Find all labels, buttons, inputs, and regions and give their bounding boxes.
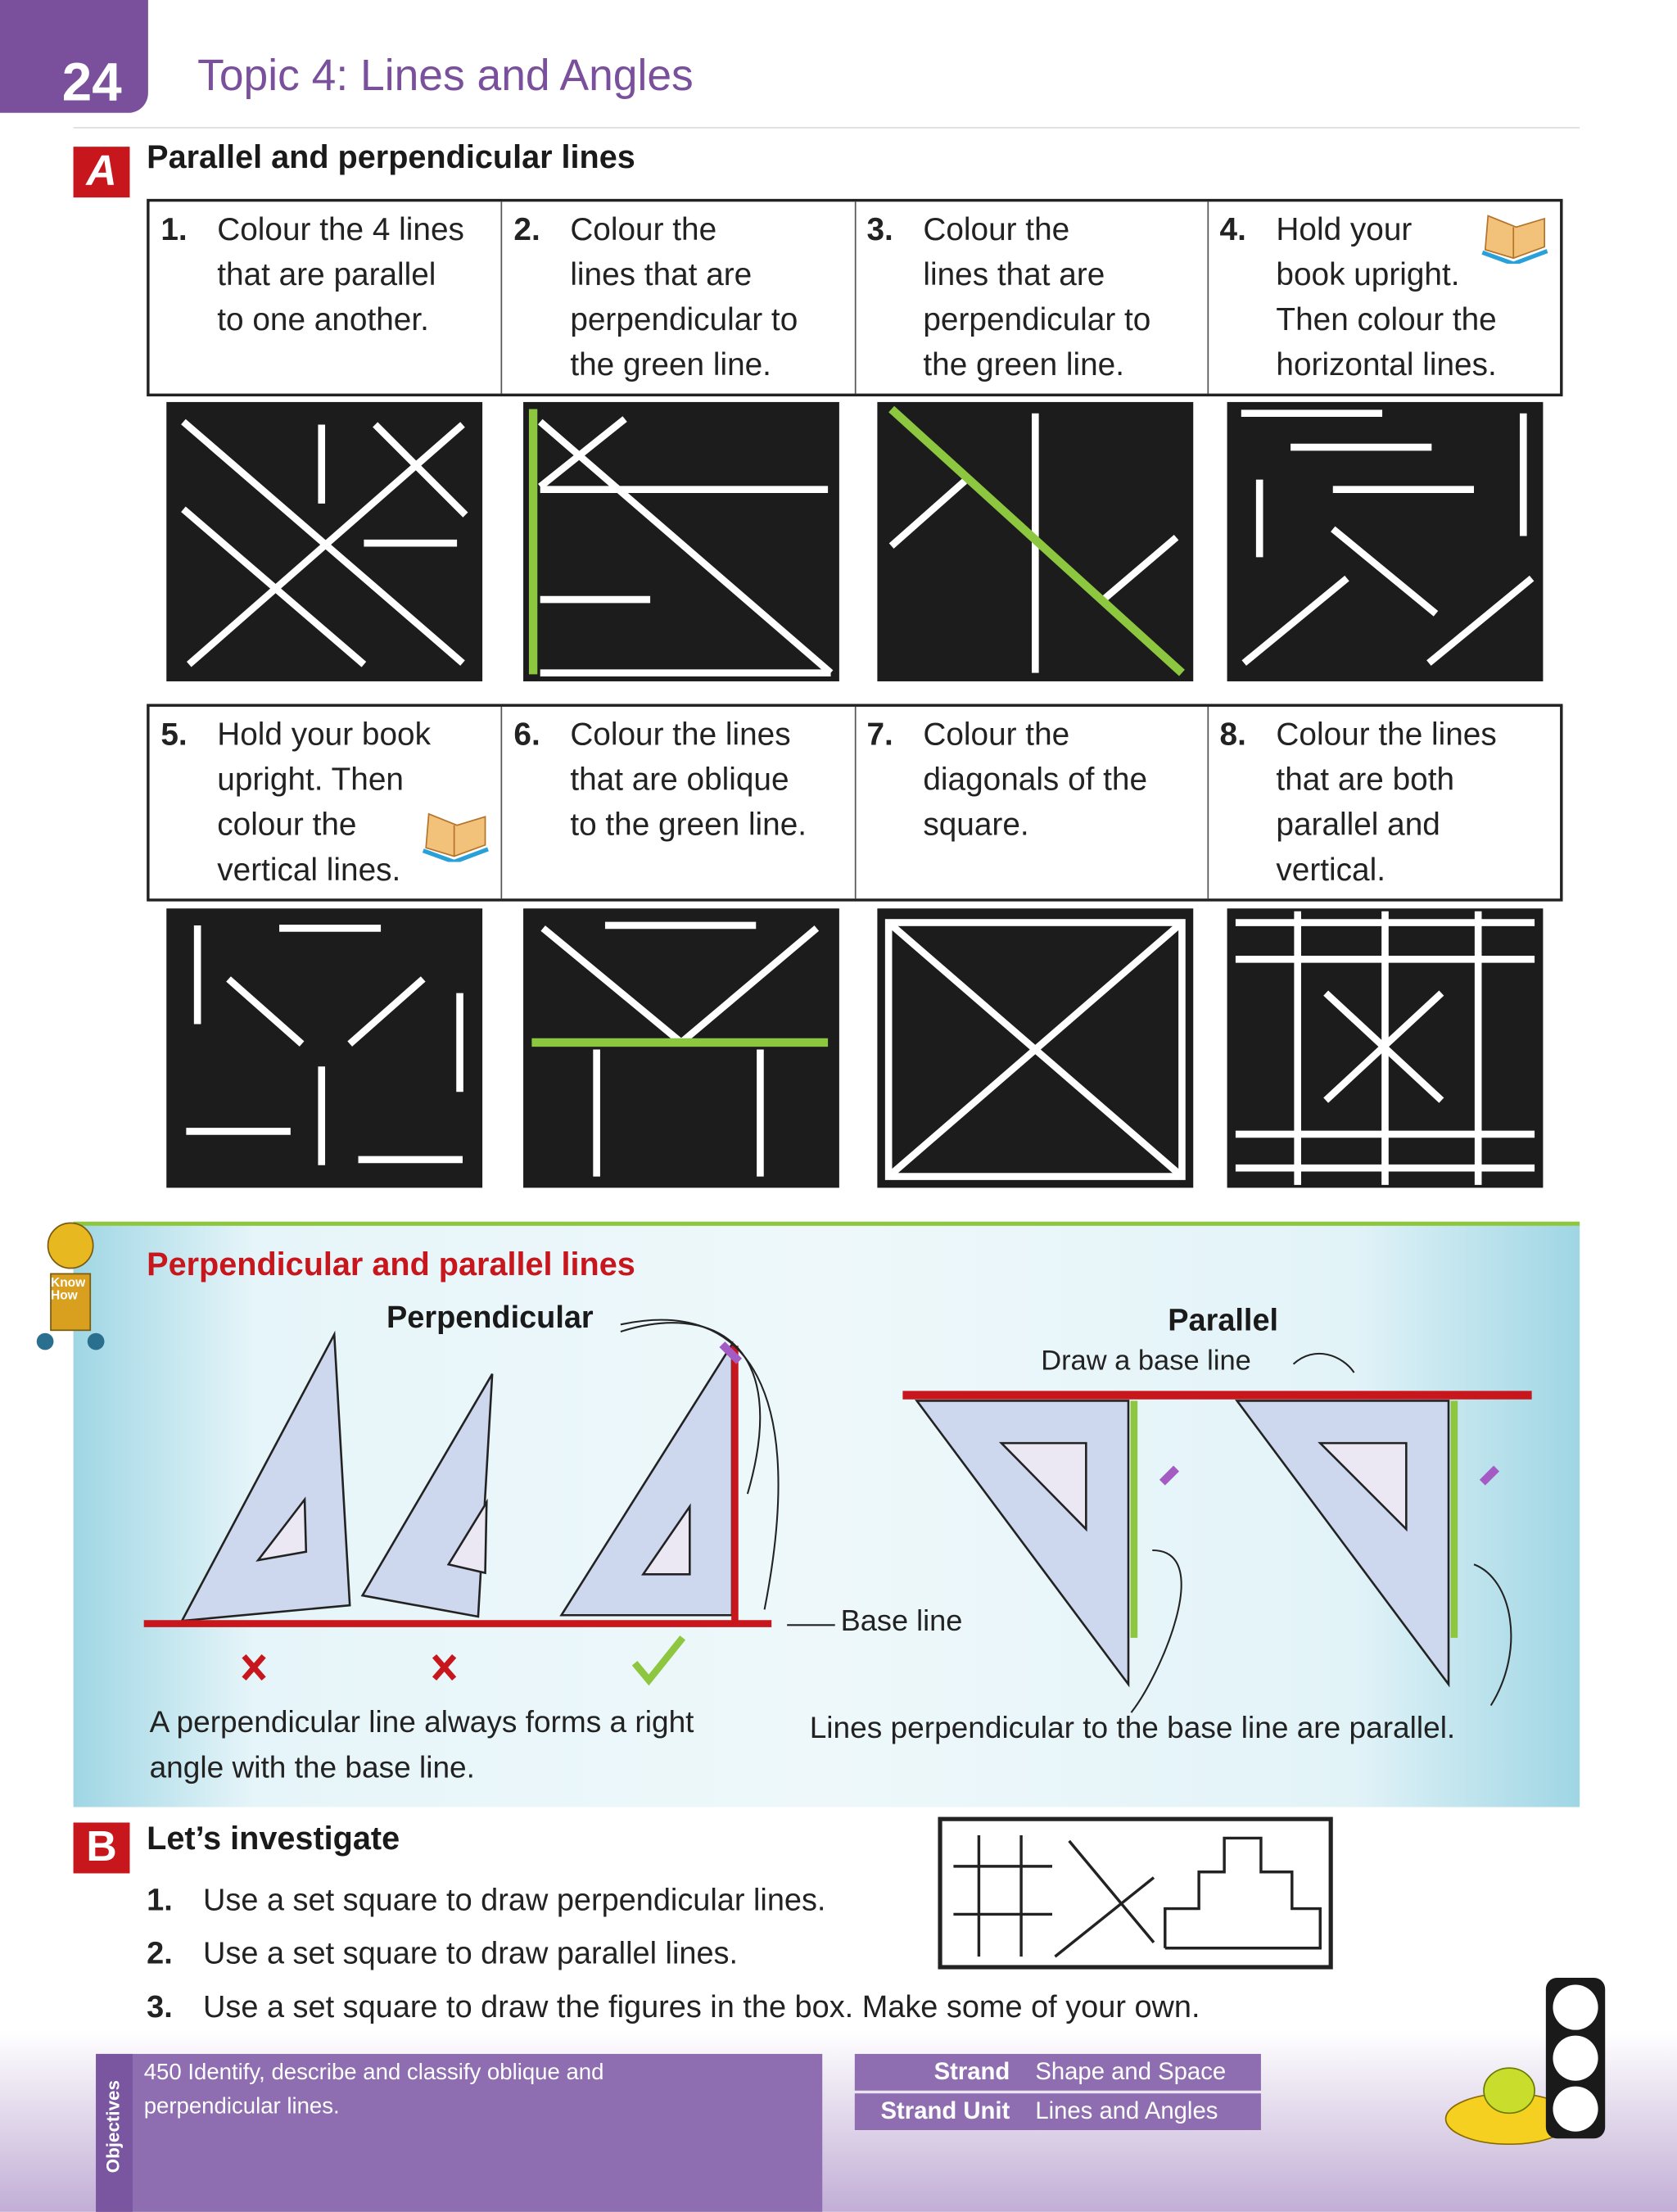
page-number: 24 [61, 53, 122, 113]
panel-5 [166, 908, 483, 1188]
question-5: 5.Hold your book upright. Then colour th… [150, 706, 503, 899]
draw-base-line-label: Draw a base line [1041, 1346, 1251, 1377]
ufo-icon [1444, 2067, 1573, 2146]
section-b-title: Let’s investigate [147, 1820, 400, 1857]
topic-title: Topic 4: Lines and Angles [197, 51, 694, 101]
question-4: 4.Hold your book upright. Then colour th… [1209, 201, 1560, 393]
base-line-label: Base line [840, 1605, 963, 1638]
know-how-mascot: Know How [25, 1218, 115, 1359]
section-a-badge: A [73, 147, 130, 198]
book-icon [422, 812, 489, 862]
objectives-panel [96, 2053, 823, 2212]
know-how-title: Perpendicular and parallel lines [147, 1245, 635, 1282]
strand-unit-row: Strand Unit Lines and Angles [854, 2093, 1261, 2130]
question-2: 2.Colour the lines that are perpendicula… [503, 201, 856, 394]
tick-icon [631, 1635, 686, 1686]
panel-6 [523, 908, 839, 1188]
divider [73, 127, 1580, 129]
book-icon [1481, 215, 1548, 265]
figures-box [938, 1816, 1333, 1970]
panel-3 [877, 401, 1194, 681]
panel-8 [1227, 908, 1544, 1188]
list-item: 3.Use a set square to draw the figures i… [147, 1988, 1200, 2024]
panel-7 [877, 908, 1194, 1188]
light-icon [1553, 2035, 1598, 2081]
list-item: 2.Use a set square to draw parallel line… [147, 1935, 739, 1971]
question-7: 7.Colour the diagonals of the square. [856, 706, 1209, 899]
know-how-diagrams [143, 1319, 1532, 1713]
question-row-1: 1.Colour the 4 lines that are parallel t… [147, 198, 1563, 397]
panel-4 [1227, 401, 1544, 681]
objectives-label: Objectives [102, 2080, 124, 2174]
question-3: 3.Colour the lines that are perpendicula… [856, 201, 1209, 394]
page-number-tab: 24 [0, 0, 148, 113]
question-row-2: 5.Hold your book upright. Then colour th… [147, 703, 1563, 902]
traffic-light [1545, 1977, 1606, 2139]
section-b-badge: B [73, 1822, 130, 1874]
objective-text: 450 Identify, describe and classify obli… [143, 2060, 604, 2119]
know-how-box: Know How Perpendicular and parallel line… [36, 1221, 1580, 1807]
objectives-label-bar: Objectives [96, 2053, 133, 2212]
panel-2 [523, 401, 839, 681]
parallel-caption: Lines perpendicular to the base line are… [809, 1711, 1456, 1745]
light-icon [1553, 1984, 1598, 2030]
strand-row: Strand Shape and Space [854, 2053, 1261, 2091]
question-8: 8.Colour the lines that are both paralle… [1219, 717, 1497, 888]
parallel-heading: Parallel [1168, 1301, 1279, 1337]
question-6: 6.Colour the lines that are oblique to t… [503, 706, 856, 899]
section-a-title: Parallel and perpendicular lines [147, 138, 635, 175]
section-b-list: 1.Use a set square to draw perpendicular… [147, 1873, 1200, 2033]
light-icon [1553, 2086, 1598, 2132]
question-1: 1.Colour the 4 lines that are parallel t… [150, 201, 503, 394]
perpendicular-heading: Perpendicular [386, 1299, 594, 1335]
perpendicular-caption: A perpendicular line always forms a righ… [149, 1705, 694, 1785]
panel-1 [166, 401, 483, 681]
list-item: 1.Use a set square to draw perpendicular… [147, 1881, 826, 1917]
